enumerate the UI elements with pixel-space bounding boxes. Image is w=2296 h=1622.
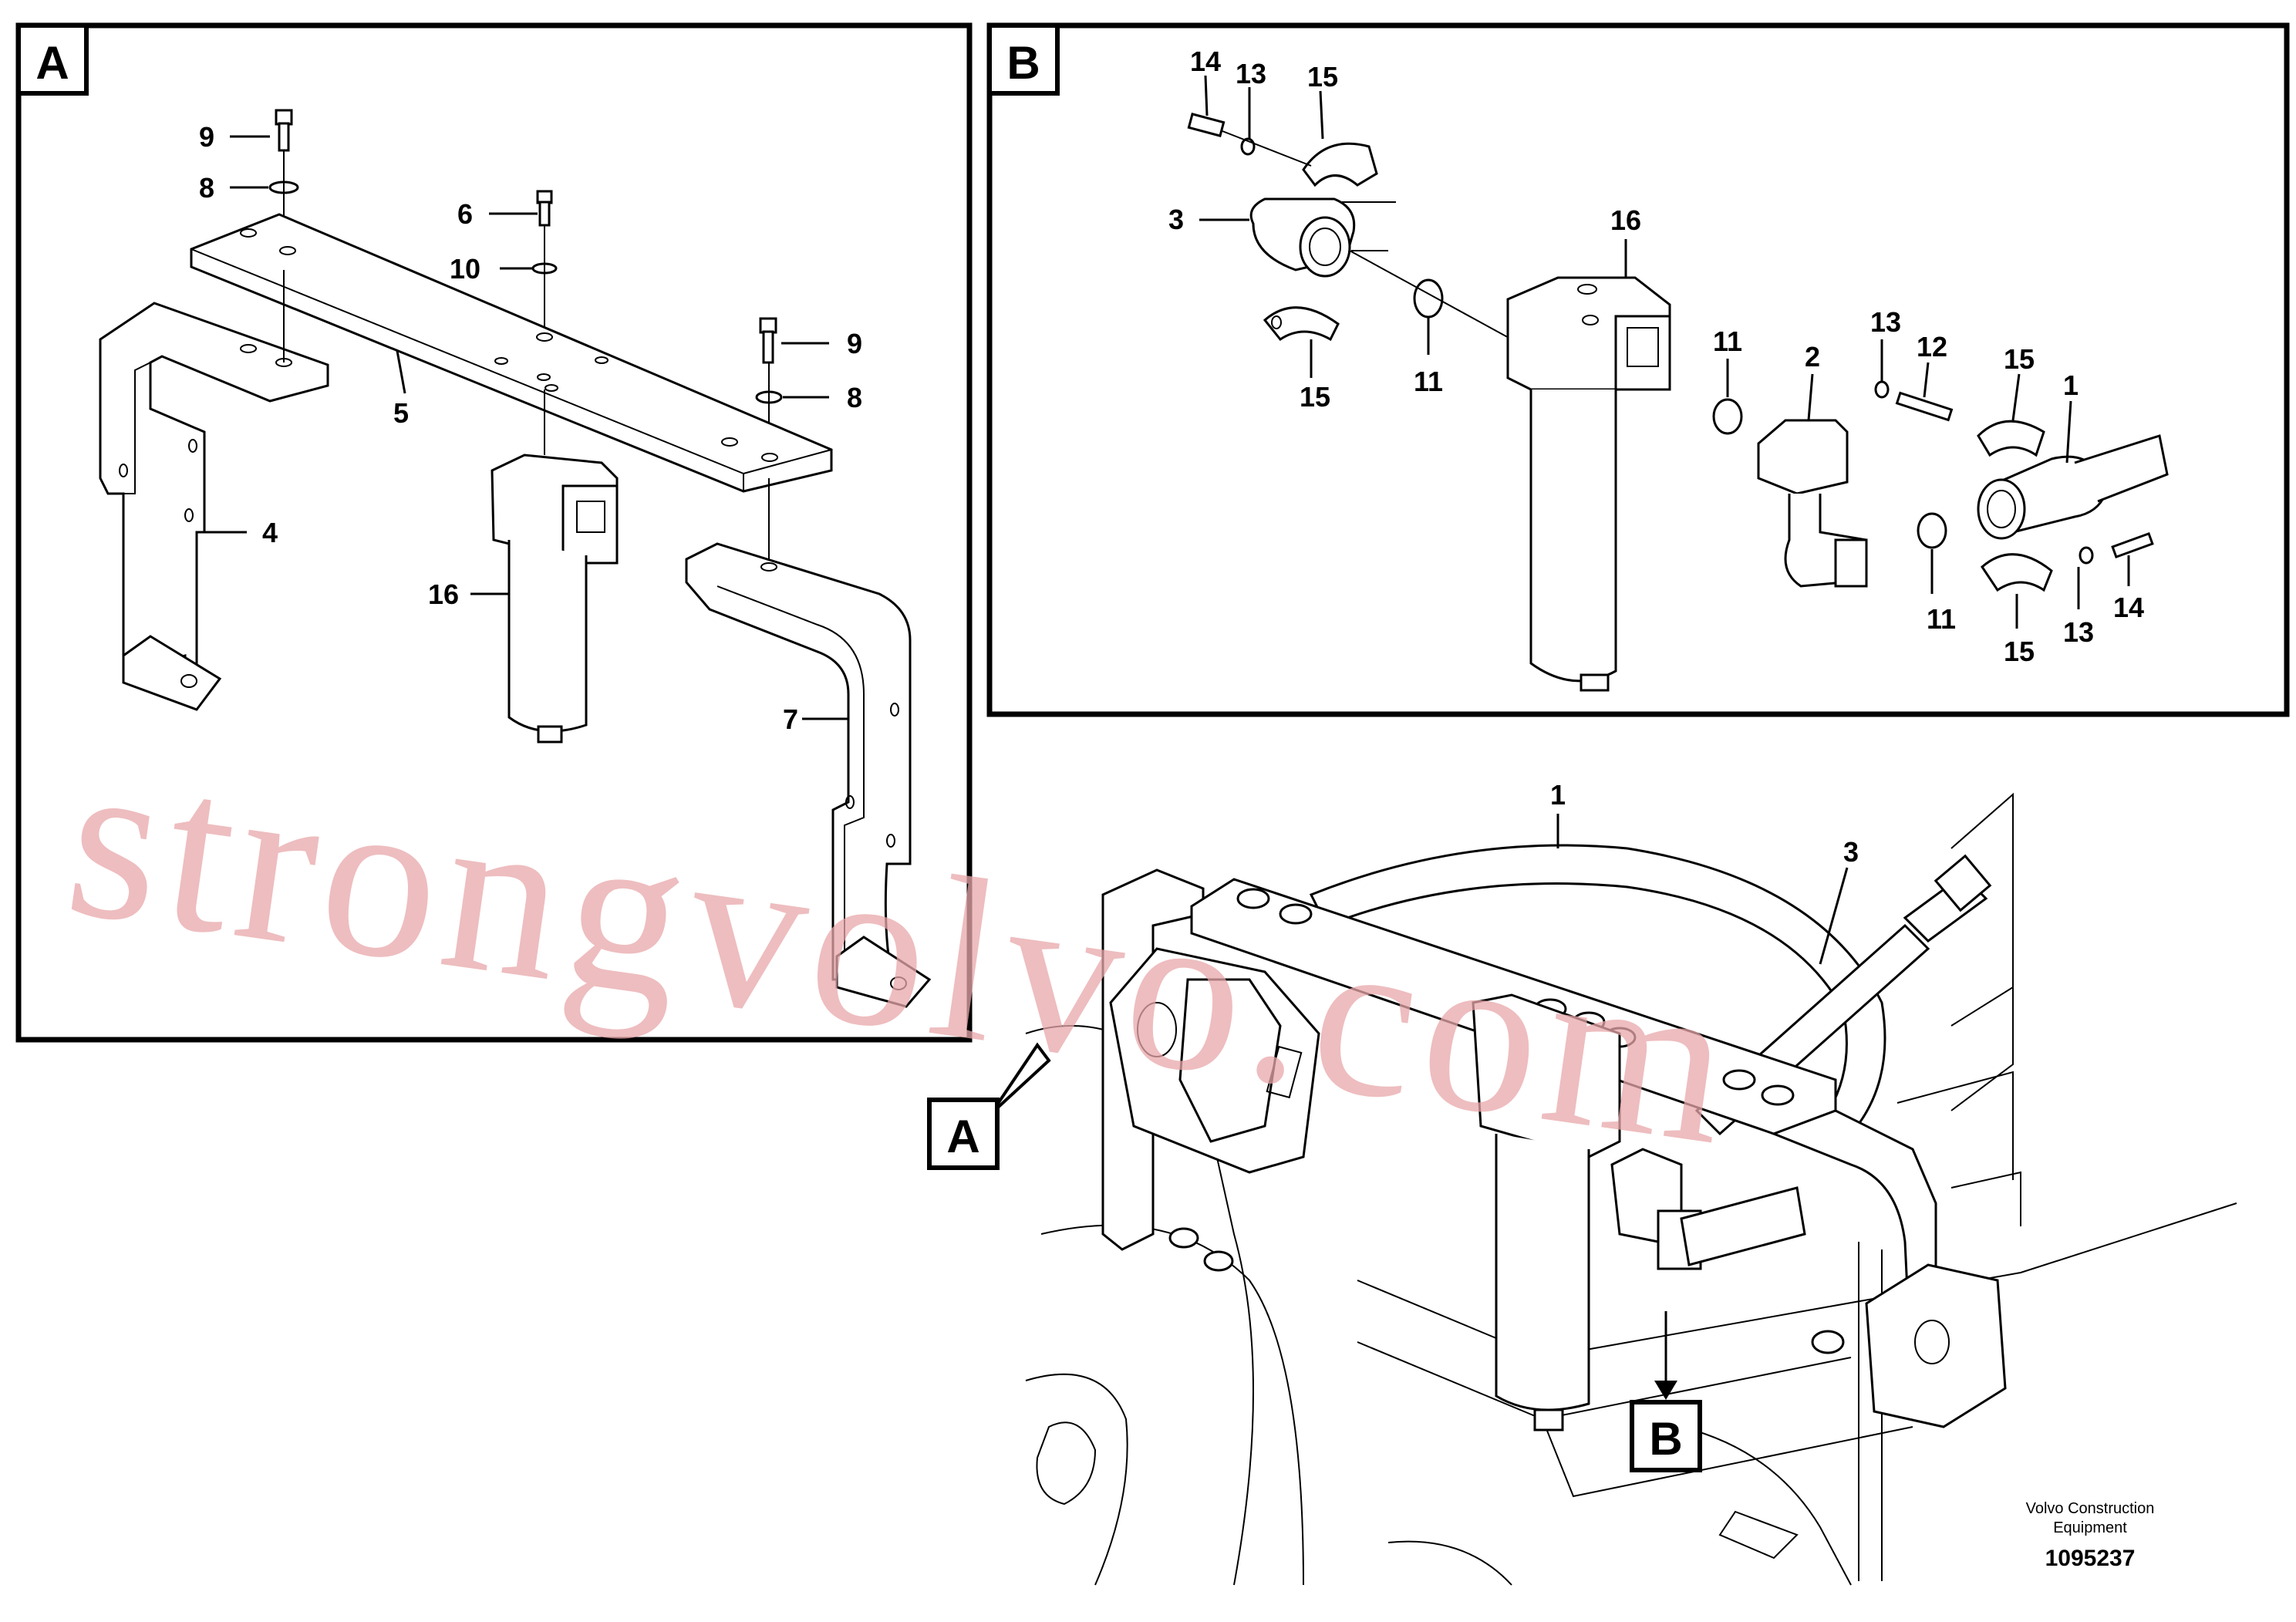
ref-b-label: B xyxy=(1649,1413,1682,1465)
filter-assembly xyxy=(1472,993,1621,1431)
assembly-view: 1 3 A B xyxy=(927,779,2237,1586)
footer-company-line1: Volvo Construction xyxy=(2026,1500,2155,1517)
bolt-9-left xyxy=(268,109,299,255)
callout-8-left: 8 xyxy=(199,172,214,204)
panel-a: A xyxy=(15,22,973,1043)
clamp-15d xyxy=(1981,553,2053,592)
hose-1-b xyxy=(1977,434,2169,540)
clamp-half-15b xyxy=(1263,306,1340,342)
adapter-assembly xyxy=(1610,1148,1806,1270)
callout-8-right: 8 xyxy=(847,382,862,413)
callout-13-low: 13 xyxy=(2063,616,2094,648)
callout-15-right: 15 xyxy=(2004,343,2035,375)
callout-11-left: 11 xyxy=(1414,366,1443,397)
callout-10: 10 xyxy=(450,253,480,285)
callout-12: 12 xyxy=(1917,331,1947,363)
callout-16-b: 16 xyxy=(1610,204,1641,236)
bolt-14b xyxy=(2079,531,2154,565)
ref-a-label: A xyxy=(946,1111,979,1162)
bolt-12 xyxy=(1874,380,1954,422)
assembly-callout-3: 3 xyxy=(1843,836,1859,868)
callout-16: 16 xyxy=(428,578,459,610)
bracket-7 xyxy=(685,478,932,1008)
filter-16-b xyxy=(1506,276,1671,692)
footer-drawing-number: 1095237 xyxy=(2045,1546,2136,1571)
filter-16 xyxy=(491,389,619,744)
bolt-6 xyxy=(531,190,558,339)
right-block xyxy=(1811,1263,2007,1428)
callout-4: 4 xyxy=(262,517,278,548)
callout-9-left: 9 xyxy=(199,121,214,153)
flange-3 xyxy=(1249,197,1396,278)
panel-b-tag-box xyxy=(987,23,1060,96)
clamp-15c xyxy=(1977,420,2045,457)
callout-15-left: 15 xyxy=(1300,381,1330,413)
oring-11c xyxy=(1917,512,1947,549)
callout-13-mid: 13 xyxy=(1870,306,1901,338)
footer: Volvo Construction Equipment 1095237 xyxy=(2026,1500,2155,1571)
footer-company-line2: Equipment xyxy=(2053,1519,2127,1536)
callout-7: 7 xyxy=(783,703,798,735)
callout-14-top: 14 xyxy=(1190,46,1221,77)
callout-3: 3 xyxy=(1168,204,1184,235)
panel-b: B xyxy=(986,22,2290,717)
callout-2: 2 xyxy=(1805,341,1820,373)
oring-11b xyxy=(1712,398,1743,435)
bracket-4 xyxy=(99,270,329,711)
panel-a-tag: A xyxy=(35,37,69,89)
assembly-callout-1: 1 xyxy=(1550,779,1566,811)
callout-6: 6 xyxy=(457,198,473,230)
callout-13-top: 13 xyxy=(1236,58,1266,89)
callout-1-b: 1 xyxy=(2063,369,2079,401)
ref-a-box xyxy=(927,1098,1000,1170)
valve-block-left xyxy=(1109,947,1320,1174)
callout-14-low: 14 xyxy=(2113,592,2144,623)
callout-11-low: 11 xyxy=(1927,603,1956,635)
panel-a-tag-box xyxy=(16,23,89,96)
panel-b-tag: B xyxy=(1006,37,1040,89)
adapter-2 xyxy=(1757,419,1868,588)
callout-9-right: 9 xyxy=(847,328,862,359)
callout-15-low: 15 xyxy=(2004,636,2035,667)
ref-b-box xyxy=(1630,1400,1702,1472)
callout-11-mid: 11 xyxy=(1713,325,1742,357)
callout-15-top: 15 xyxy=(1307,61,1338,93)
clamp-top xyxy=(1187,113,1378,187)
callout-5: 5 xyxy=(393,397,409,429)
